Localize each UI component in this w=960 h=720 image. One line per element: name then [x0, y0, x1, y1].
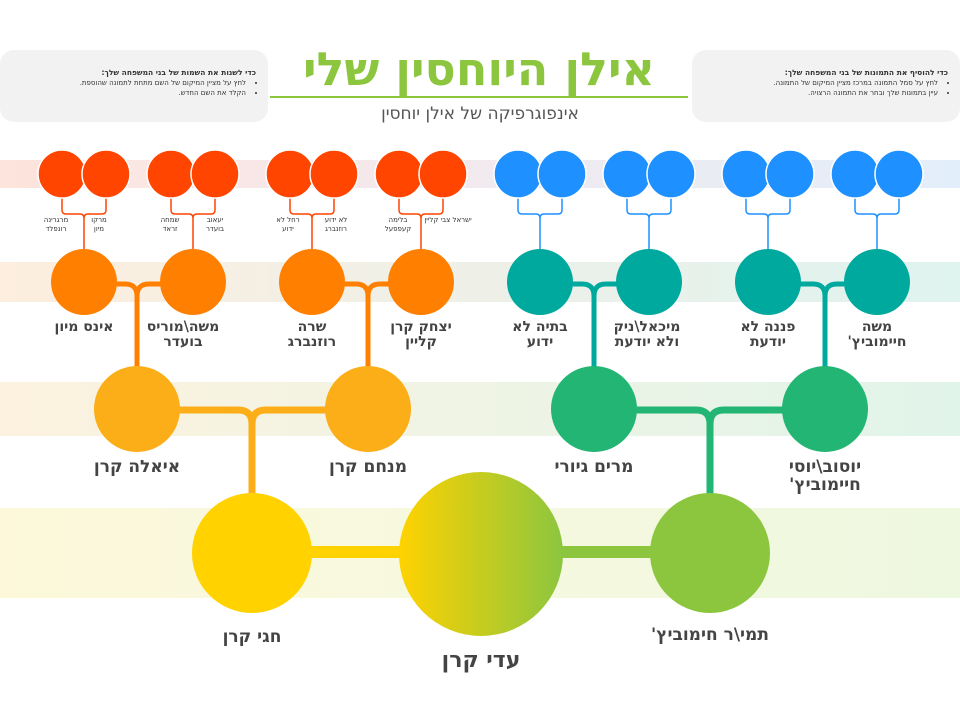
grandparent-name: פננה לא יודעת	[740, 319, 796, 350]
great-grandparent-photo	[81, 149, 131, 199]
mother-photo	[650, 493, 770, 613]
connector	[626, 198, 672, 250]
great-grandparent-photo	[537, 149, 587, 199]
great-grandparent-name: בלימה קעפפעל	[384, 216, 412, 233]
great-grandparent-photo	[874, 149, 924, 199]
great-grandparent-photo	[493, 149, 543, 199]
connector	[84, 281, 193, 368]
father-name: חגי קרן	[222, 627, 282, 647]
photos-note-heading: כדי להוסיף את התמונות של בני המשפחה שלך:	[784, 68, 948, 77]
connector	[61, 198, 107, 250]
great-grandparent-photo	[374, 149, 424, 199]
page-subtitle: אינפוגרפיקה של אילן יוחסין	[381, 104, 579, 124]
great-grandparent-photo	[37, 149, 87, 199]
names-note-step: לחץ על מציין המיקום של השם מתחת לתמונה ש…	[12, 78, 246, 88]
mother-name: תמי\ר חימוביץ'	[651, 625, 769, 645]
great-grandparent-name: מרקו מיון	[91, 216, 107, 233]
great-grandparent-photo	[309, 149, 359, 199]
connector	[594, 406, 825, 500]
connector	[517, 198, 563, 250]
parent-photo	[94, 366, 180, 452]
parent-name: מרים גיורי	[554, 457, 634, 477]
grandparent-photo	[388, 249, 454, 315]
connector	[289, 198, 335, 250]
connector	[540, 281, 649, 368]
grandparent-name: אינס מיון	[54, 319, 114, 335]
great-grandparent-name: מרגרינה רונפלד	[43, 216, 69, 233]
names-note-heading: כדי לשנות את השמות של בני המשפחה שלך:	[101, 68, 256, 77]
grandparent-name: משה חיימוביץ'	[847, 319, 907, 350]
great-grandparent-photo	[765, 149, 815, 199]
parent-name: יוסוב\יוסי חיימוביץ'	[788, 457, 862, 495]
photos-note-step: עיין בתמונות שלך ובחר את התמונה הרצויה.	[704, 88, 938, 98]
connector	[398, 198, 444, 250]
grandparent-photo	[507, 249, 573, 315]
connector	[137, 406, 368, 500]
grandparent-photo	[844, 249, 910, 315]
connector	[312, 281, 421, 368]
grandparent-photo	[616, 249, 682, 315]
grandparent-name: משה\מוריס בועדר	[146, 319, 220, 350]
great-grandparent-photo	[146, 149, 196, 199]
parent-photo	[782, 366, 868, 452]
names-note-step: הקלד את השם החדש.	[12, 88, 246, 98]
great-grandparent-photo	[418, 149, 468, 199]
great-grandparent-photo	[721, 149, 771, 199]
photos-note-step: לחץ על סמל התמונה במרכז מציין המיקום של …	[704, 78, 938, 88]
grandparent-name: מיכאל\ניק ולא יודעת	[613, 319, 681, 350]
parent-photo	[325, 366, 411, 452]
great-grandparent-name: לא ידוע רוזנברג	[324, 216, 348, 233]
great-grandparent-name: רחל לא ידוע	[276, 216, 300, 233]
connector	[854, 198, 900, 250]
title-underline	[270, 96, 688, 98]
grandparent-photo	[160, 249, 226, 315]
grandparent-name: בתיה לא ידוע	[512, 319, 568, 350]
great-grandparent-name: ישראל צבי קליין	[424, 216, 472, 224]
connector	[745, 198, 791, 250]
self-name: עדי קרן	[441, 648, 521, 673]
grandparent-name: יצחק קרן קליין	[390, 319, 452, 350]
grandparent-photo	[279, 249, 345, 315]
father-photo	[192, 493, 312, 613]
grandparent-photo	[51, 249, 117, 315]
great-grandparent-photo	[646, 149, 696, 199]
great-grandparent-photo	[830, 149, 880, 199]
connector	[768, 281, 877, 368]
connector	[170, 198, 216, 250]
self-photo	[399, 472, 563, 636]
page-title: אילן היוחסין שלי	[302, 42, 656, 96]
parent-name: מנחם קרן	[328, 457, 408, 477]
great-grandparent-photo	[602, 149, 652, 199]
great-grandparent-name: יעאוב בועדר	[205, 216, 225, 233]
grandparent-photo	[735, 249, 801, 315]
great-grandparent-photo	[265, 149, 315, 199]
names-instructions-note: כדי לשנות את השמות של בני המשפחה שלך: לח…	[0, 50, 268, 122]
parent-photo	[551, 366, 637, 452]
great-grandparent-photo	[190, 149, 240, 199]
grandparent-name: שרה רוזנברג	[287, 319, 337, 350]
photos-instructions-note: כדי להוסיף את התמונות של בני המשפחה שלך:…	[692, 50, 960, 122]
parent-name: איאלה קרן	[93, 457, 181, 477]
great-grandparent-name: שמחה זראד	[160, 216, 180, 233]
